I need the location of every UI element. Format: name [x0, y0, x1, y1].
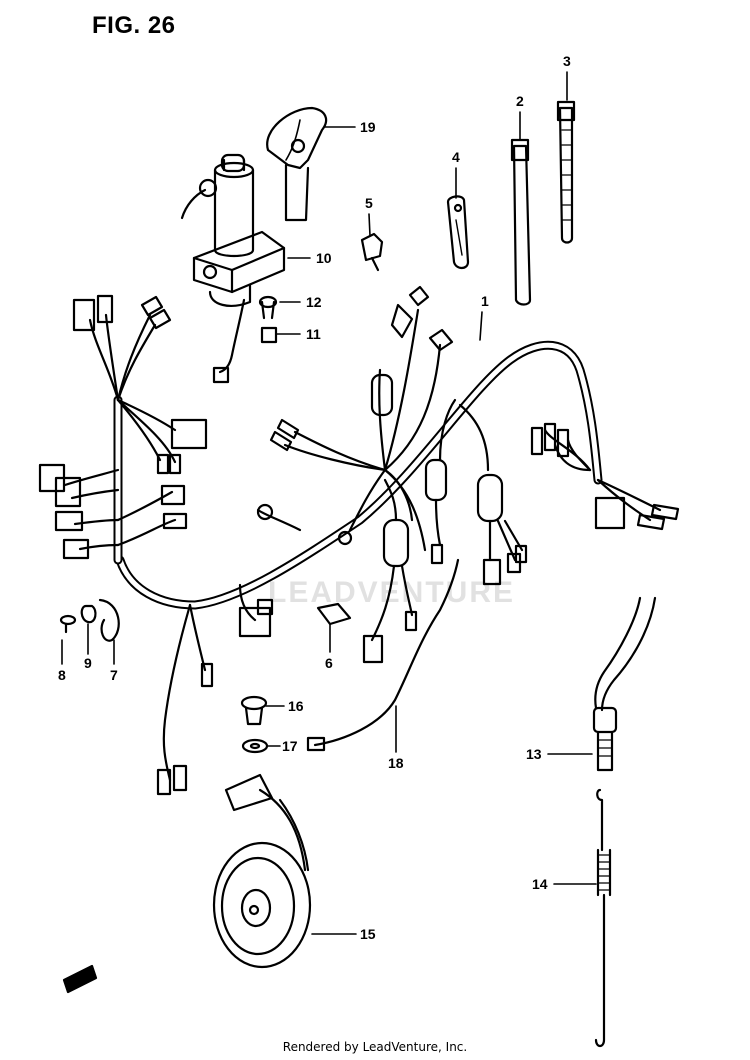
callout-15: 15 — [360, 926, 376, 942]
grommet-part-16[interactable] — [240, 695, 268, 726]
callout-14: 14 — [532, 876, 548, 892]
switch-part-13[interactable] — [592, 596, 657, 772]
callout-5: 5 — [365, 195, 373, 211]
callout-10: 10 — [316, 250, 332, 266]
callout-9: 9 — [84, 655, 92, 671]
spring-part-14[interactable] — [594, 788, 612, 1048]
callout-7: 7 — [110, 667, 118, 683]
brand-logo-mark — [62, 964, 98, 994]
spacer-part-6[interactable] — [316, 602, 352, 626]
lead-wire-part-18[interactable] — [306, 558, 460, 752]
callout-8: 8 — [58, 667, 66, 683]
bolt-part-12[interactable] — [258, 295, 278, 320]
washer-part-9[interactable] — [80, 604, 97, 624]
callout-4: 4 — [452, 149, 460, 165]
callout-2: 2 — [516, 93, 524, 109]
callout-19: 19 — [360, 119, 376, 135]
band-part-3[interactable] — [556, 100, 576, 244]
screw-part-8[interactable] — [59, 614, 77, 634]
callout-3: 3 — [563, 53, 571, 69]
wiring-harness[interactable] — [38, 285, 680, 796]
callout-16: 16 — [288, 698, 304, 714]
leader-lines — [61, 71, 597, 935]
callout-1: 1 — [481, 293, 489, 309]
washer-part-17[interactable] — [241, 738, 269, 754]
footer-credit: Rendered by LeadVenture, Inc. — [282, 1040, 468, 1054]
ignition-switch[interactable] — [180, 153, 286, 384]
screw-part-5[interactable] — [360, 232, 384, 272]
callout-17: 17 — [282, 738, 298, 754]
band-part-2[interactable] — [510, 138, 532, 306]
callout-6: 6 — [325, 655, 333, 671]
bracket-part-4[interactable] — [446, 195, 470, 270]
clamp-part-11[interactable] — [260, 326, 278, 344]
clamp-part-7[interactable] — [98, 598, 120, 642]
callout-13: 13 — [526, 746, 542, 762]
callout-18: 18 — [388, 755, 404, 771]
key-part[interactable] — [266, 106, 328, 222]
callout-12: 12 — [306, 294, 322, 310]
figure-title: FIG. 26 — [92, 12, 176, 39]
callout-11: 11 — [306, 326, 321, 342]
horn-part-15[interactable] — [212, 773, 312, 969]
